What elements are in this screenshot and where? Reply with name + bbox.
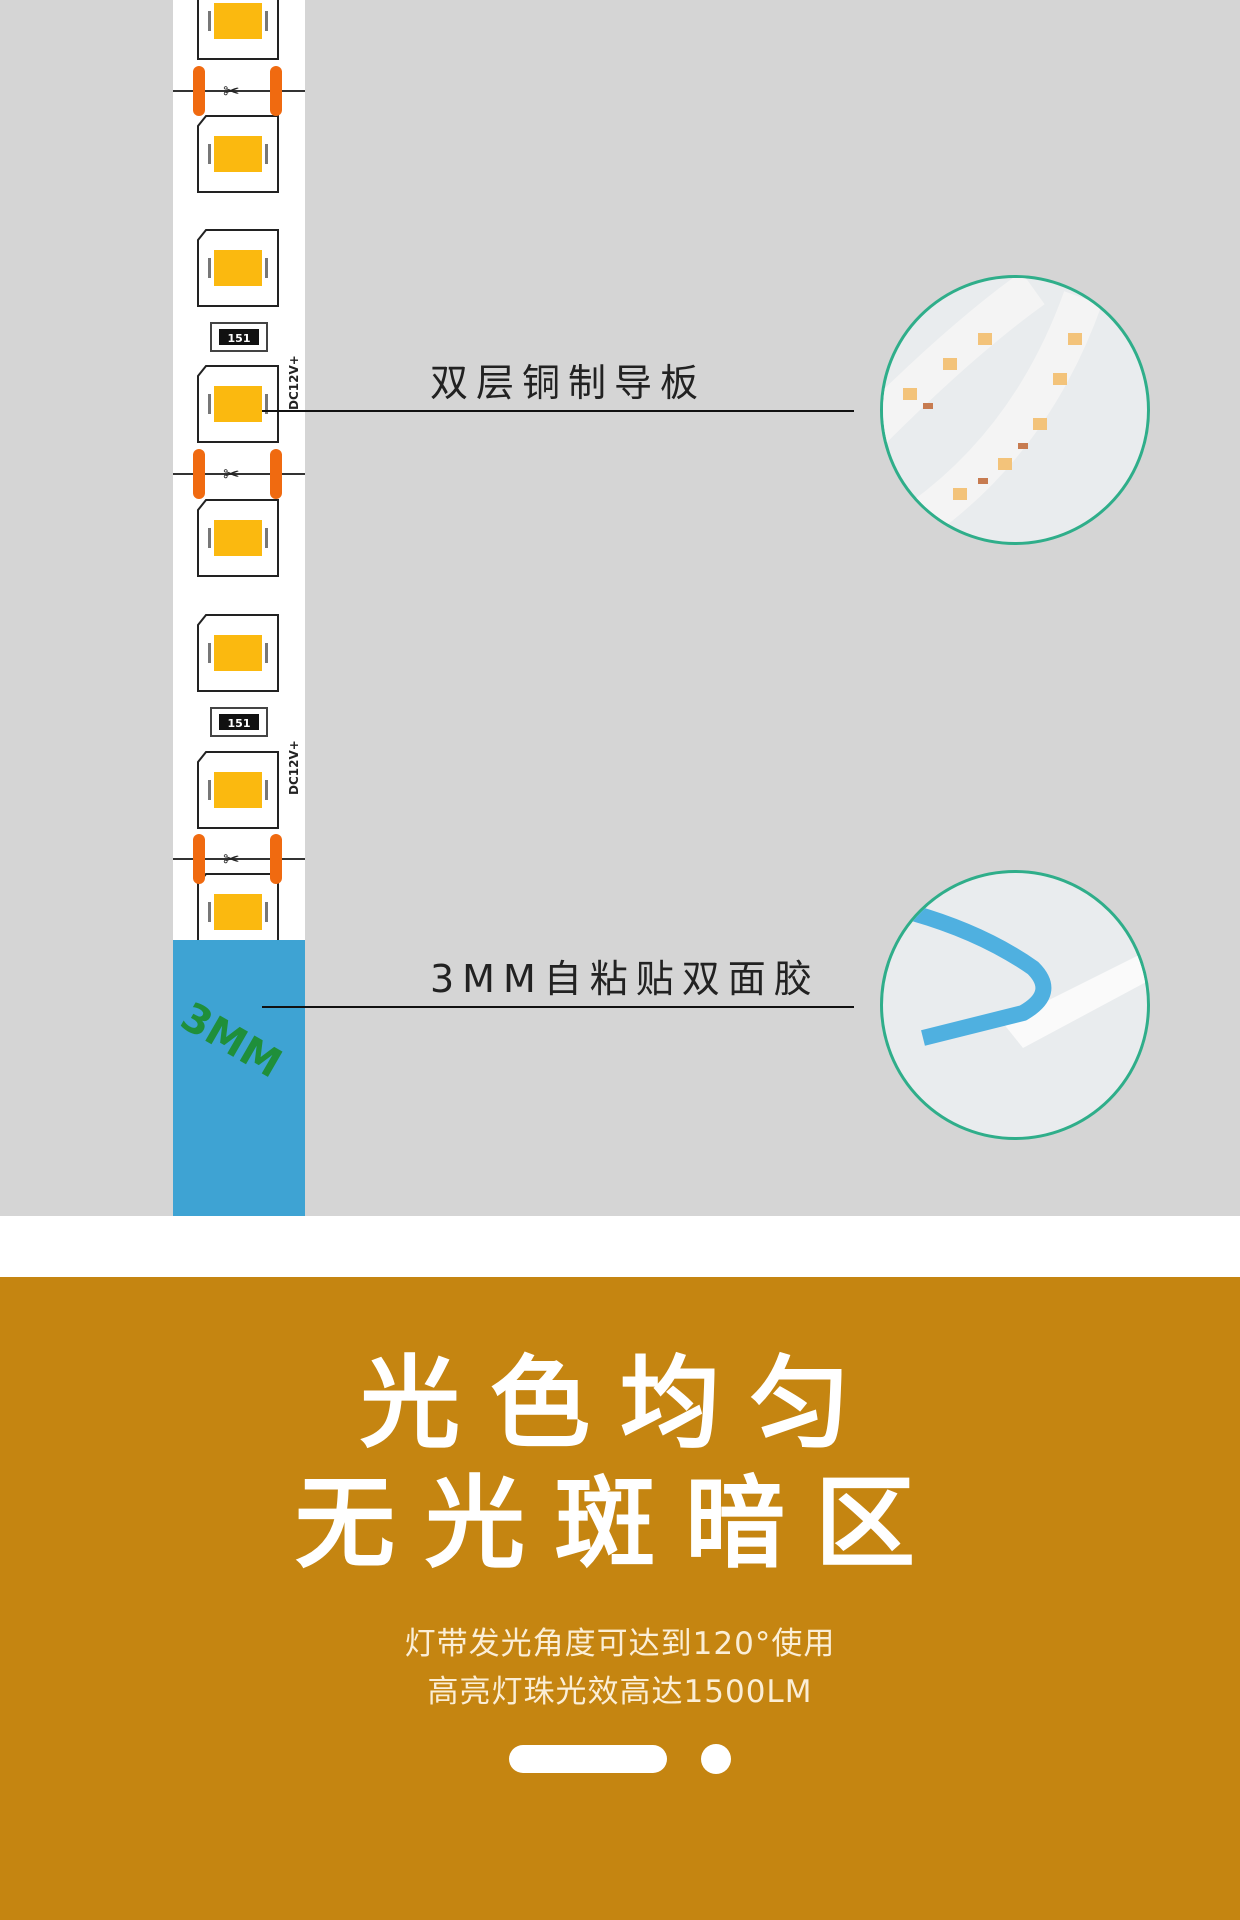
led-chip <box>214 3 262 39</box>
led-chip <box>214 520 262 556</box>
resistor-outline <box>210 707 268 737</box>
callout-label-adhesive: 3MM自粘贴双面胶 <box>430 957 820 1001</box>
led-outline <box>197 365 279 443</box>
banner-subtitle-line1: 灯带发光角度可达到120°使用 <box>404 1626 836 1662</box>
solder-pad <box>193 66 205 116</box>
led-chip <box>214 894 262 930</box>
voltage-label: DC12V+ <box>287 355 301 410</box>
feature-banner <box>0 1277 1240 1920</box>
callout-line <box>262 1006 854 1008</box>
resistor-outline <box>210 322 268 352</box>
resistor-body <box>219 714 259 730</box>
carousel-indicator-active[interactable] <box>509 1745 667 1773</box>
voltage-label: DC12V+ <box>287 740 301 795</box>
led-chip <box>214 250 262 286</box>
resistor-code: 151 <box>228 332 251 345</box>
led-outline <box>197 115 279 193</box>
scissors-icon: ✂ <box>223 79 240 103</box>
scissors-icon: ✂ <box>223 847 240 871</box>
led-chip <box>214 635 262 671</box>
solder-pad <box>193 449 205 499</box>
callout-label-copper-board: 双层铜制导板 <box>430 361 707 405</box>
scissors-icon: ✂ <box>223 462 240 486</box>
banner-title-line1: 光色均匀 <box>360 1345 880 1462</box>
solder-pad <box>270 834 282 884</box>
banner-subtitle-line2: 高亮灯珠光效高达1500LM <box>427 1674 813 1710</box>
led-outline <box>197 614 279 692</box>
adhesive-tape-photo <box>880 870 1150 1140</box>
solder-pad <box>270 449 282 499</box>
led-chip <box>214 136 262 172</box>
led-outline <box>197 0 279 60</box>
led-chip <box>214 772 262 808</box>
led-outline <box>197 499 279 577</box>
resistor-code: 151 <box>228 717 251 730</box>
banner-title-line2: 无光斑暗区 <box>295 1465 945 1582</box>
led-chip <box>214 386 262 422</box>
adhesive-tape <box>173 940 305 1216</box>
resistor-body <box>219 329 259 345</box>
solder-pad <box>270 66 282 116</box>
led-outline <box>197 229 279 307</box>
solder-pad <box>193 834 205 884</box>
led-outline <box>197 751 279 829</box>
carousel-indicator[interactable] <box>701 1744 731 1774</box>
copper-board-photo <box>880 275 1150 545</box>
callout-line <box>262 410 854 412</box>
